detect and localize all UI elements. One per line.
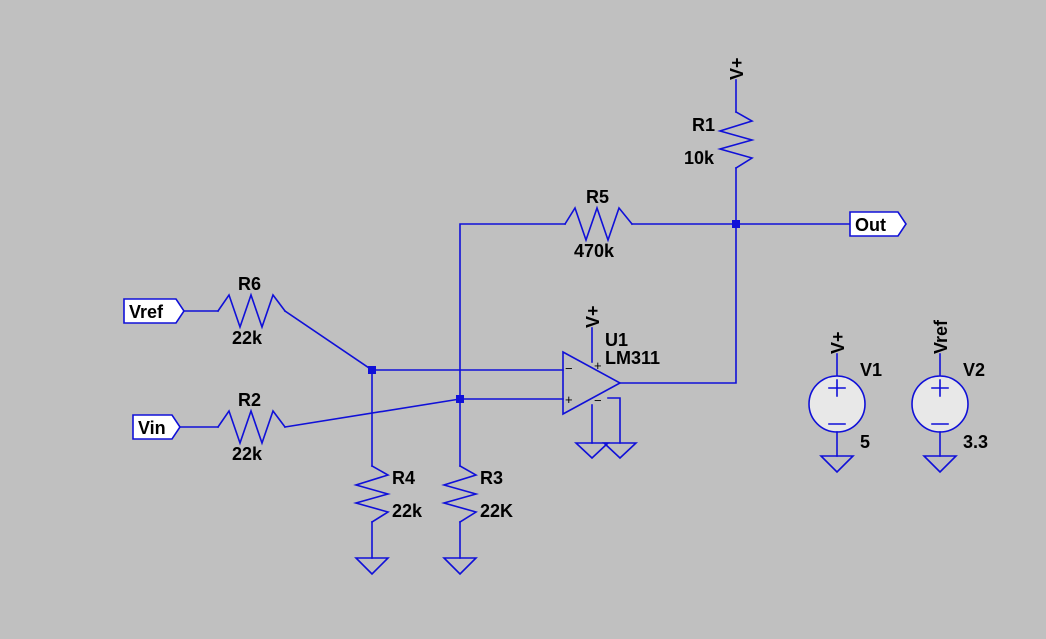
vin-port-shape[interactable] (132, 414, 181, 440)
resistor-r2[interactable]: R2 22k (216, 390, 287, 464)
r2-value-label: 22k (232, 444, 263, 464)
wire-feedback-to-output[interactable] (619, 223, 737, 384)
v1-plus-mark (828, 379, 846, 397)
r6-body[interactable] (216, 292, 287, 330)
r3-ref-label: R3 (480, 468, 503, 488)
v2-plus-mark (931, 379, 949, 397)
v1-ref-label: V1 (860, 360, 882, 380)
port-vref[interactable]: Vref (123, 298, 185, 324)
r4-value-label: 22k (392, 501, 423, 521)
u1-supply-pin-mark: + (594, 358, 602, 373)
wire-r6-to-node-a[interactable] (283, 309, 374, 372)
v1-value-label: 5 (860, 432, 870, 452)
r1-body[interactable] (717, 110, 755, 170)
v1-ground-symbol[interactable] (819, 455, 855, 474)
resistor-r1[interactable]: R1 10k (684, 110, 755, 170)
vin-port-label: Vin (138, 418, 166, 438)
r1-ref-label: R1 (692, 115, 715, 135)
out-port-shape[interactable] (849, 211, 907, 237)
wire-r5-left-to-node-b[interactable] (459, 223, 566, 400)
r1-supply-net-label: V+ (727, 57, 747, 80)
wires (179, 79, 851, 559)
u1-noninverting-pin-mark: + (565, 392, 573, 407)
r2-ref-label: R2 (238, 390, 261, 410)
r4-body[interactable] (353, 464, 391, 524)
junction-node-a[interactable] (368, 366, 376, 374)
r3-value-label: 22K (480, 501, 513, 521)
out-port-label: Out (855, 215, 886, 235)
u1-ground-pin-mark: − (594, 393, 602, 408)
v2-supply-net-label: Vref (931, 319, 951, 354)
ground-symbol-r4[interactable] (354, 557, 390, 576)
supply-label-u1[interactable]: V+ (583, 305, 603, 328)
r3-body[interactable] (441, 464, 479, 524)
port-vin[interactable]: Vin (132, 414, 181, 440)
resistor-r4[interactable]: R4 22k (353, 464, 423, 524)
u1-value-label: LM311 (605, 348, 660, 368)
comparator-u1[interactable]: − + + − U1 LM311 (562, 327, 660, 460)
resistor-r3[interactable]: R3 22K (441, 464, 513, 524)
r5-value-label: 470k (574, 241, 615, 261)
resistor-r6[interactable]: R6 22k (216, 274, 287, 348)
junction-output-node[interactable] (732, 220, 740, 228)
voltage-source-v2[interactable]: Vref V2 3.3 (911, 319, 988, 474)
v1-supply-net-label: V+ (828, 331, 848, 354)
vref-port-shape[interactable] (123, 298, 185, 324)
ground-symbol-r3[interactable] (442, 557, 478, 576)
v2-ground-symbol[interactable] (922, 455, 958, 474)
voltage-source-v1[interactable]: V+ V1 5 (808, 331, 882, 474)
junction-node-b[interactable] (456, 395, 464, 403)
v2-ref-label: V2 (963, 360, 985, 380)
resistor-r5[interactable]: R5 470k (563, 187, 634, 261)
r1-value-label: 10k (684, 148, 715, 168)
r6-value-label: 22k (232, 328, 263, 348)
u1-ref-label: U1 (605, 330, 628, 350)
u1-ground-symbol-a[interactable] (573, 442, 611, 460)
r4-ref-label: R4 (392, 468, 415, 488)
u1-ground-symbol-b[interactable] (601, 442, 639, 460)
u1-triangle[interactable] (562, 350, 622, 416)
u1-balance-lead[interactable] (607, 397, 621, 444)
r5-body[interactable] (563, 205, 634, 243)
r2-body[interactable] (216, 408, 287, 446)
vref-port-label: Vref (129, 302, 164, 322)
u1-supply-net-label: V+ (583, 305, 603, 328)
u1-inverting-pin-mark: − (565, 361, 573, 376)
r5-ref-label: R5 (586, 187, 609, 207)
v2-value-label: 3.3 (963, 432, 988, 452)
supply-label-r1[interactable]: V+ (727, 57, 747, 80)
port-out[interactable]: Out (849, 211, 907, 237)
r6-ref-label: R6 (238, 274, 261, 294)
